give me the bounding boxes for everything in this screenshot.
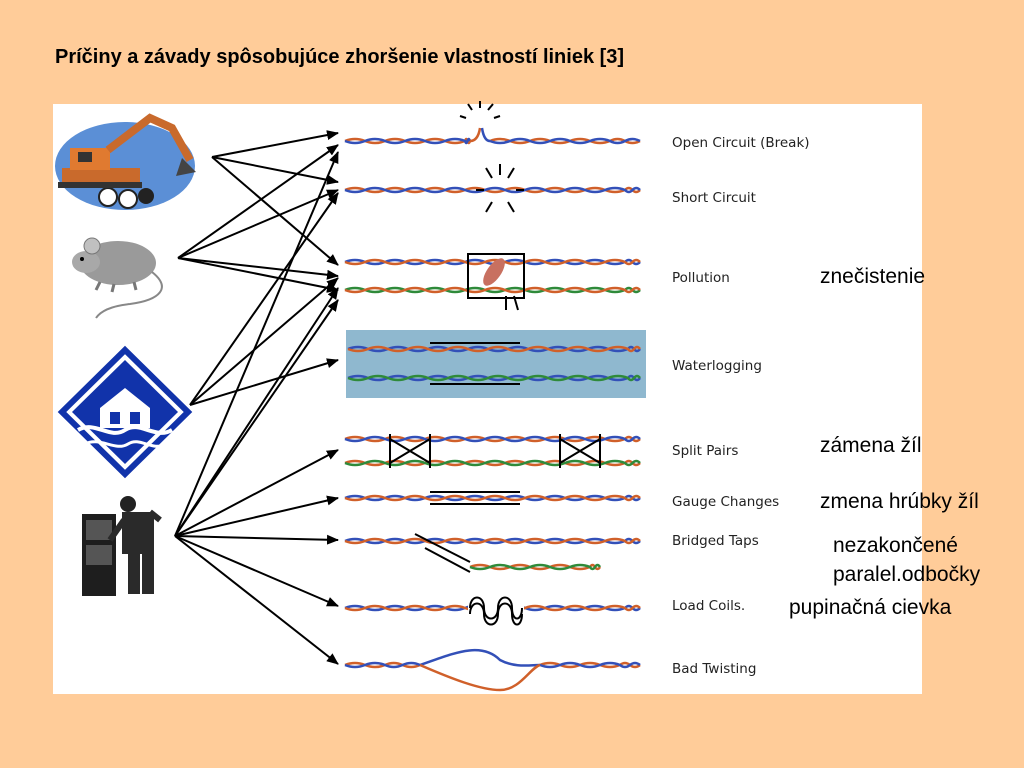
broken-wire (469, 127, 482, 143)
cause-arrow (177, 257, 339, 293)
fault-label: Waterlogging (672, 358, 762, 374)
wire (344, 258, 641, 266)
cause-arrow (174, 495, 339, 537)
cause-arrow (174, 535, 339, 607)
water-area (346, 330, 646, 398)
wire (344, 137, 472, 145)
technician-icon (82, 496, 162, 596)
fault-label: Split Pairs (672, 443, 738, 459)
fault-label: Pollution (672, 270, 730, 286)
pollution-mark (513, 295, 519, 311)
wire (344, 494, 641, 502)
spark-mark (459, 115, 467, 119)
spark-mark (467, 103, 473, 111)
spark-mark (487, 103, 494, 111)
cause-arrows (174, 130, 339, 665)
wire (539, 661, 641, 669)
broken-wire (480, 127, 491, 143)
cause-arrow (177, 144, 339, 259)
fault-label: Bad Twisting (672, 661, 756, 677)
cause-arrow (211, 156, 339, 266)
note-bridged-taps: nezakončené (833, 534, 958, 557)
wire (344, 435, 641, 443)
wire (344, 186, 641, 194)
fault-labels: Open Circuit (Break) Short Circuit Pollu… (672, 135, 810, 677)
wire (344, 537, 641, 545)
spark-mark (485, 167, 493, 179)
cause-arrow (211, 156, 339, 185)
spark-mark (507, 201, 515, 213)
cause-arrow (189, 277, 339, 406)
coil (469, 596, 523, 620)
cause-arrow (189, 192, 339, 406)
spark-mark (485, 201, 493, 213)
cause-arrow (174, 534, 339, 545)
fault-label: Short Circuit (672, 190, 756, 206)
cable-graphics (344, 101, 646, 692)
cause-arrow (174, 151, 339, 537)
wire (344, 286, 641, 294)
spark-mark (507, 167, 515, 179)
note-load-coils: pupinačná cievka (789, 596, 952, 619)
flood-icon (57, 345, 193, 479)
wire (347, 374, 641, 382)
note-split-pairs: zámena žíl (820, 434, 922, 457)
swap-mark (559, 438, 601, 464)
pollution-blob (483, 258, 505, 286)
cause-arrow (177, 257, 339, 280)
fault-label: Load Coils. (672, 598, 745, 614)
wire (469, 563, 602, 571)
coil (469, 602, 523, 626)
note-bridged-taps-2: paralel.odbočky (833, 563, 981, 586)
fault-label: Bridged Taps (672, 533, 759, 549)
cause-arrow (189, 358, 339, 406)
note-gauge-changes: zmena hrúbky žíl (820, 490, 979, 513)
wire (489, 137, 641, 145)
fault-label: Gauge Changes (672, 494, 779, 510)
pollution-box (467, 253, 525, 299)
cause-arrow (174, 535, 339, 665)
cause-arrow (174, 299, 339, 537)
note-pollution: znečistenie (820, 265, 926, 288)
wire (344, 661, 421, 669)
cause-arrow (211, 130, 339, 158)
wire (419, 663, 541, 692)
coil-bg (468, 598, 524, 620)
rat-icon (72, 237, 163, 319)
slide-title: Príčiny a závady spôsobujúce zhoršenie v… (55, 46, 625, 68)
excavator-icon (55, 113, 196, 210)
wire (419, 648, 541, 667)
spark-mark (493, 115, 501, 119)
wire (347, 345, 641, 353)
fault-label: Open Circuit (Break) (672, 135, 810, 151)
tap-mark (414, 533, 471, 563)
cause-arrow (174, 449, 339, 537)
swap-mark (389, 438, 431, 464)
tap-mark (424, 547, 471, 573)
wire (344, 459, 641, 467)
cause-arrow (174, 287, 339, 537)
cause-arrow (177, 189, 339, 259)
